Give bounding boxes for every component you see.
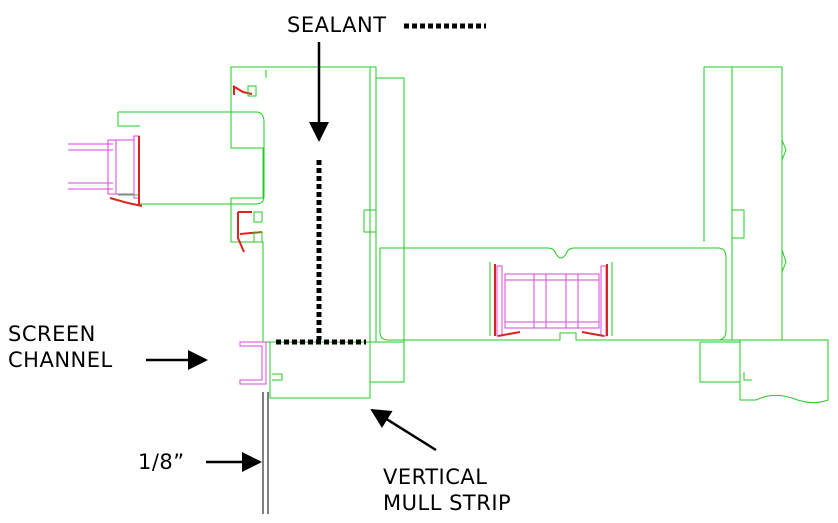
left-gaskets: [109, 85, 263, 253]
leader-arrows: [146, 42, 437, 472]
vertical-mull-strip-label: VERTICAL MULL STRIP: [383, 464, 511, 516]
center-gaskets: [494, 264, 608, 337]
gap-dimension-lines: [262, 392, 269, 514]
mull-strip-label-line-2: MULL STRIP: [383, 491, 512, 515]
left-gasket-details: [247, 85, 263, 243]
screen-channel-shape: [239, 341, 267, 385]
right-frame-profile: [703, 66, 787, 341]
mull-strip-leader-arrow: [370, 408, 437, 452]
gap-dimension-label: 1/8”: [138, 450, 185, 474]
left-sash-profile: [117, 111, 265, 205]
center-glazing-unit: [496, 265, 607, 337]
right-mull-strip: [699, 339, 829, 404]
screen-channel-label: SCREEN CHANNEL: [8, 321, 113, 373]
sealant-bead: [276, 160, 366, 345]
screen-channel-label-line-1: SCREEN: [8, 322, 96, 346]
mull-strip-label-line-1: VERTICAL: [383, 465, 488, 489]
screen-channel-label-line-2: CHANNEL: [8, 348, 113, 372]
left-glazing-unit: [68, 135, 140, 199]
vertical-mull-strip-shape: [269, 341, 405, 399]
center-sash-profile: [379, 247, 727, 341]
sealant-label: SEALANT: [287, 13, 387, 37]
